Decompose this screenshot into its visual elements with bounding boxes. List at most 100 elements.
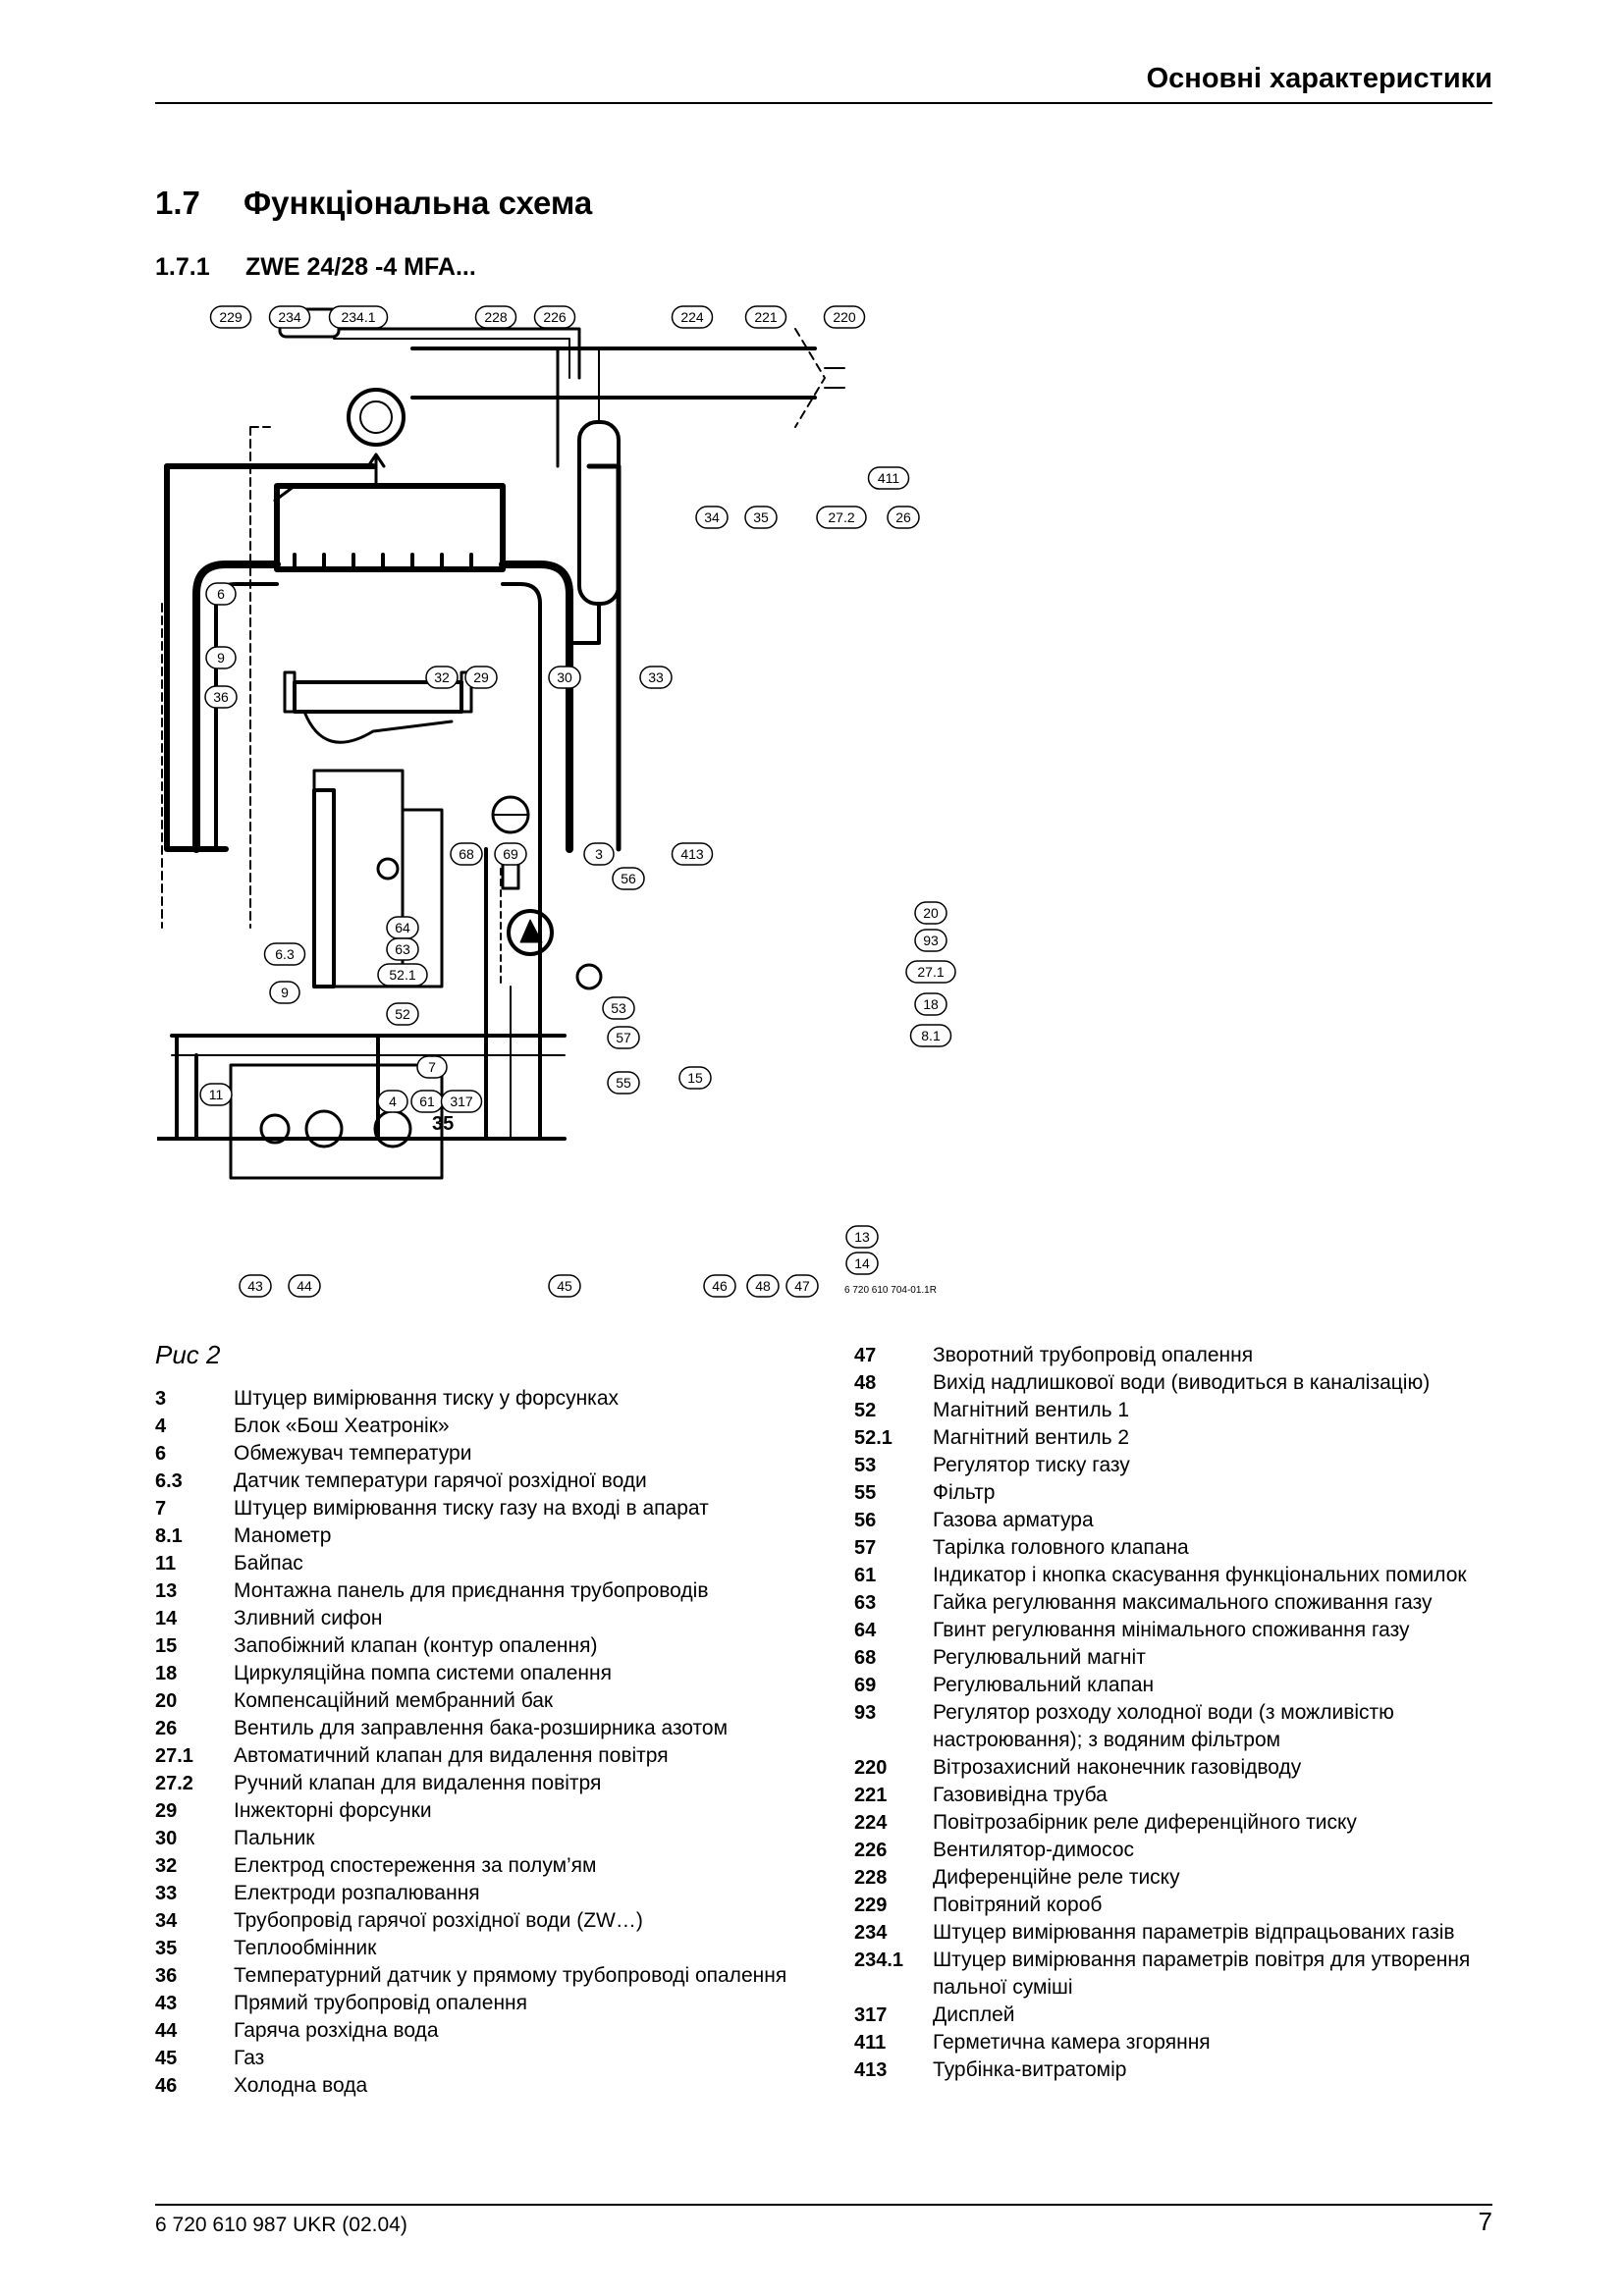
legend-key: 11 (155, 1553, 177, 1575)
legend-item: 52.1 Магнітний вентиль 2 (854, 1424, 1492, 1452)
legend-key: 221 (854, 1785, 888, 1806)
callout-label: 44 (297, 1278, 312, 1294)
legend-key: 27.2 (155, 1773, 193, 1794)
legend-key: 57 (854, 1537, 877, 1559)
subsection-title: ZWE 24/28 -4 MFA... (245, 253, 476, 281)
callout-bubble (823, 305, 866, 329)
legend-text: Герметична камера згоряння (933, 2031, 1211, 2054)
callout-bubble (671, 842, 714, 866)
legend-text: Електрод спостереження за полум’ям (234, 1854, 597, 1877)
callout-bubble (386, 937, 419, 961)
callout-bubble (678, 1066, 712, 1090)
legend-text: Регулятор розходу холодної води (з можли… (933, 1701, 1394, 1751)
legend-text: Вентиль для заправлення бака-розширника … (234, 1717, 729, 1739)
callout-label: 30 (557, 669, 572, 685)
figure-code: 6 720 610 704-01.1R (844, 1285, 937, 1296)
callout-label: 3 (595, 846, 603, 862)
legend-text: Магнітний вентиль 2 (933, 1426, 1130, 1449)
callout-bubble (785, 1274, 819, 1298)
callout-bubble (639, 666, 673, 689)
callout-bubble (440, 1090, 483, 1113)
legend-text: Регулятор тиску газу (933, 1454, 1130, 1476)
legend-text: Вихід надлишкової води (виводиться в кан… (933, 1371, 1431, 1394)
legend-text: Трубопровід гарячої розхідної води (ZW…) (234, 1909, 643, 1932)
legend-text: Компенсаційний мембранний бак (234, 1689, 554, 1712)
legend-text: Гаряча розхідна вода (234, 2019, 439, 2042)
legend-text: Байпас (234, 1552, 303, 1575)
legend-key: 53 (854, 1455, 877, 1476)
page-number: 7 (1478, 2207, 1492, 2236)
callout-label: 6.3 (275, 946, 295, 962)
callout-bubble (377, 963, 428, 987)
callout-label: 9 (217, 650, 225, 666)
legend-key: 44 (155, 2020, 178, 2042)
callout-bubble (288, 1274, 321, 1298)
callout-bubble (744, 506, 778, 529)
callout-bubble (744, 305, 787, 329)
callout-label: 56 (621, 871, 636, 886)
legend-key: 6 (155, 1443, 167, 1465)
callout-label: 29 (473, 669, 489, 685)
legend-text: Ручний клапан для видалення повітря (234, 1772, 602, 1794)
callout-label: 48 (755, 1278, 771, 1294)
legend-key: 13 (155, 1580, 178, 1602)
legend-key: 64 (854, 1620, 877, 1641)
legend-key: 234.1 (854, 1949, 904, 1971)
legend-key: 52.1 (854, 1427, 893, 1449)
callout-bubble (602, 996, 635, 1020)
legend-text: Індикатор і кнопка скасування функціонал… (933, 1564, 1467, 1586)
legend-text: Датчик температури гарячої розхідної вод… (234, 1469, 647, 1492)
legend-text: Регулювальний клапан (933, 1674, 1155, 1696)
callout-label: 64 (395, 920, 410, 935)
legend-text: Фільтр (933, 1481, 996, 1504)
legend-text: Температурний датчик у прямому трубопров… (234, 1964, 787, 1987)
callout-label: 7 (428, 1059, 436, 1075)
callout-bubble (269, 981, 300, 1004)
legend-text: Штуцер вимірювання параметрів відпрацьов… (933, 1921, 1455, 1944)
callout-label: 34 (704, 509, 720, 525)
legend-key: 68 (854, 1647, 877, 1669)
legend-text: Тарілка головного клапана (933, 1536, 1189, 1559)
callout-label: 228 (484, 309, 508, 325)
callout-label: 33 (648, 669, 664, 685)
legend-item: 411 Герметична камера згоряння (854, 2029, 1492, 2056)
legend-key: 224 (854, 1812, 888, 1834)
legend-text: Диференційне реле тиску (933, 1866, 1180, 1889)
legend-text: Автоматичний клапан для видалення повітр… (234, 1744, 669, 1767)
callout-bubble (494, 842, 527, 866)
callout-bubble (199, 1083, 233, 1106)
callout-bubble (464, 666, 498, 689)
callout-label: 411 (878, 470, 900, 486)
legend-text: Газовивідна труба (933, 1784, 1108, 1806)
legend-key: 7 (155, 1498, 167, 1520)
callout-label: 14 (854, 1255, 870, 1271)
callout-bubble (386, 1002, 419, 1026)
legend-key: 15 (155, 1635, 178, 1657)
callout-label: 11 (209, 1087, 224, 1102)
legend-key: 63 (854, 1592, 877, 1614)
callout-label: 234 (278, 309, 301, 325)
legend-key: 411 (854, 2032, 887, 2054)
callout-label: 55 (616, 1075, 631, 1091)
callout-bubble (239, 1274, 272, 1298)
legend-text: Зливний сифон (234, 1607, 383, 1629)
legend-key: 26 (155, 1718, 178, 1739)
